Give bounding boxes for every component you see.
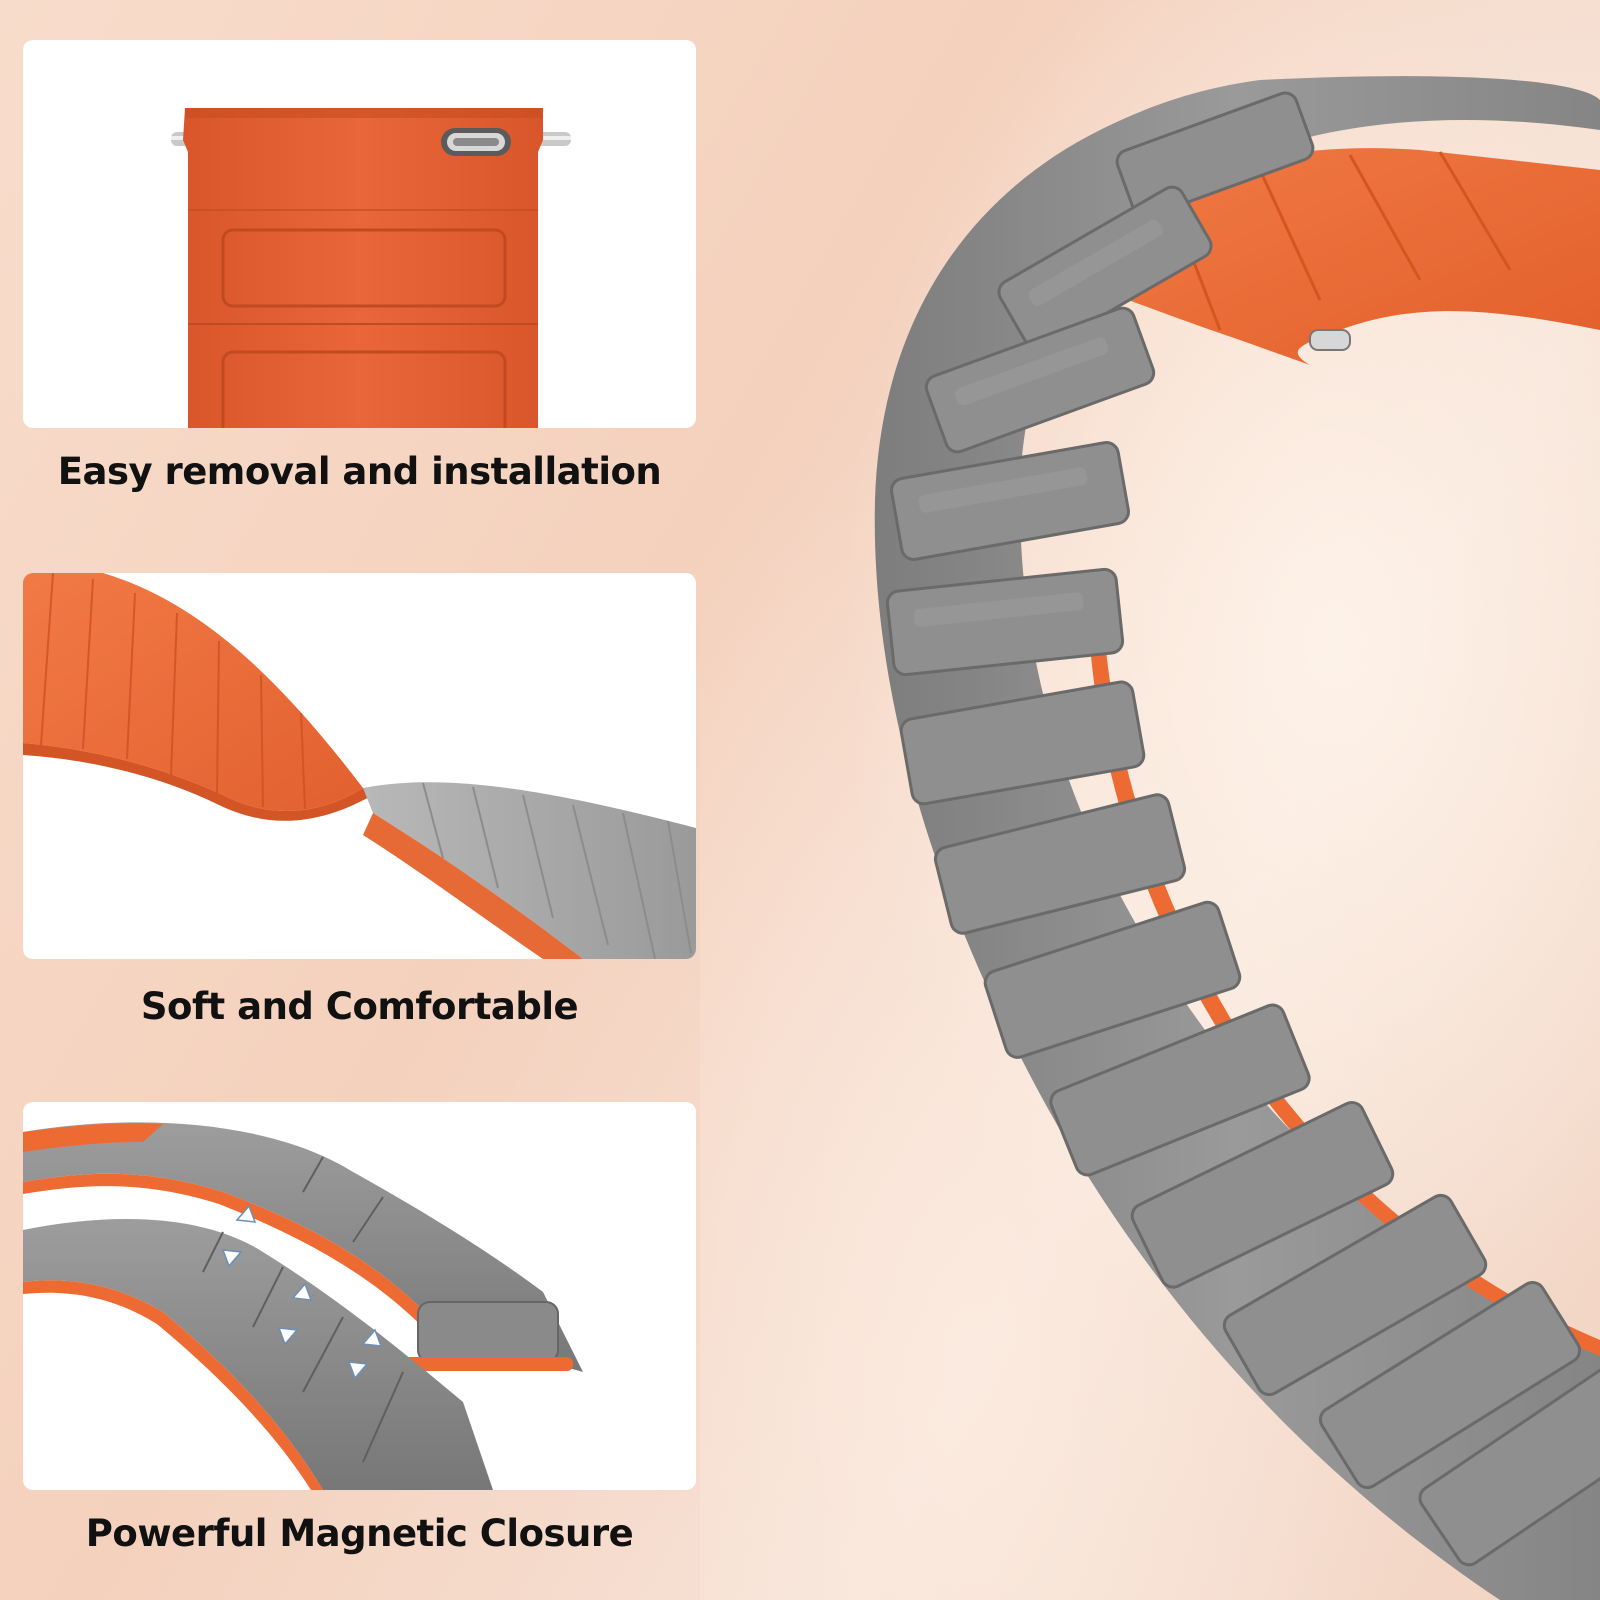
feature-image-quick-release (23, 40, 696, 428)
band-link-highlights (913, 219, 1163, 627)
magnetic-arrows-icon (221, 1204, 383, 1380)
feature-caption-removal: Easy removal and installation (57, 450, 662, 493)
quick-release-strap-illustration (171, 108, 571, 428)
quick-release-pin (1309, 329, 1351, 351)
feature-caption-magnetic: Powerful Magnetic Closure (85, 1512, 634, 1555)
band-orange-face (23, 573, 363, 812)
hero-watch-band (874, 76, 1600, 1600)
strap-segment (221, 228, 507, 308)
feature-caption-comfort: Soft and Comfortable (140, 985, 579, 1028)
band-inner-orange (1100, 148, 1600, 365)
feature-image-soft-band (23, 573, 696, 959)
twisted-band-illustration (23, 573, 696, 959)
magnetic-closure-illustration (23, 1122, 583, 1490)
strap-end (183, 108, 543, 428)
band-link (417, 1301, 559, 1363)
feature-image-magnetic-closure (23, 1102, 696, 1490)
lower-band (23, 1219, 493, 1490)
band-gray-face (363, 782, 696, 959)
strap-segment (221, 350, 507, 428)
